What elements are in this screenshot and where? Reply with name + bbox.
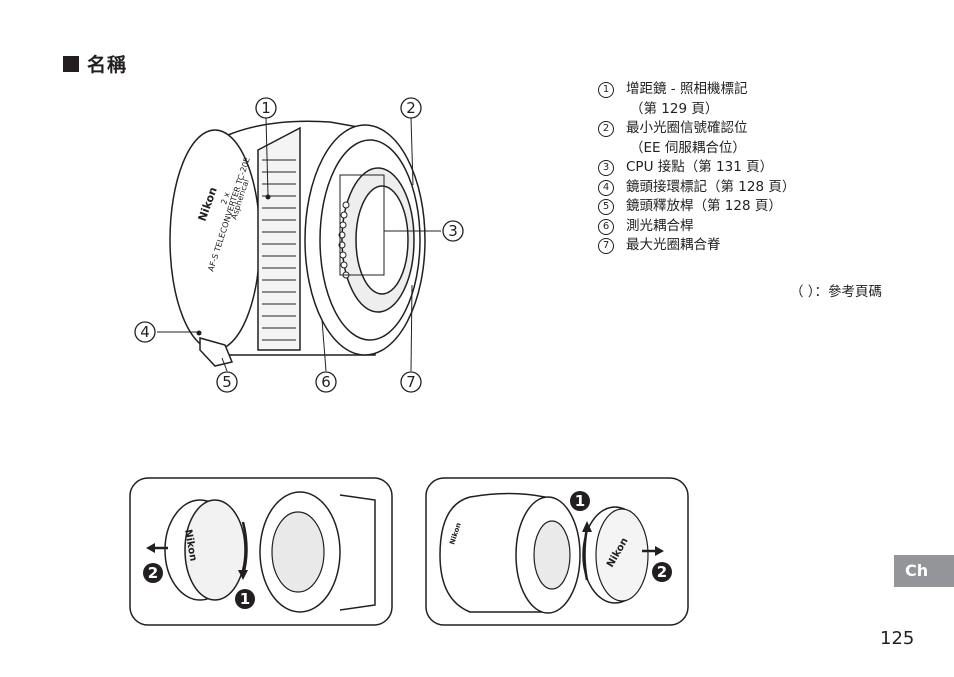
svg-text:2 x: 2 x [219,191,231,206]
square-bullet-icon [63,56,79,72]
callout-7 [400,371,422,393]
mount-index-dot [196,330,202,336]
callout-1-label: 1 [261,99,271,117]
page-reference-note: （ ）：參考頁碼 [790,284,883,300]
teleconverter-side-view [439,492,546,613]
svg-text:2: 2 [148,564,158,582]
svg-text:1: 1 [240,590,250,608]
section-title: 名稱 [63,50,127,77]
camera-mark-dot [265,194,271,200]
callout-5-label: 5 [222,373,232,391]
step-2-marker [143,563,163,583]
cpu-contacts [338,174,385,279]
cap-removal-panel-right: Nikon Nikon 1 2 [425,477,689,626]
callout-3 [442,220,464,242]
callout-2-label: 2 [406,99,416,117]
callout-7-label: 7 [406,373,416,391]
callout-1 [255,97,277,119]
callout-6 [315,371,337,393]
svg-text:1: 1 [575,492,585,510]
callout-3-label: 3 [448,222,458,240]
page-number: 125 [880,628,915,649]
teleconverter-body [169,120,426,356]
svg-text:2: 2 [657,563,667,581]
callout-4-label: 4 [140,323,150,341]
step-1-marker [570,491,590,511]
leader-lines [157,117,441,372]
callout-2 [400,97,422,119]
step-2-marker [652,562,672,582]
cap-removal-panel-left: Nikon 2 1 [129,477,393,626]
language-tab: Ch [894,555,954,587]
callout-markers [134,97,464,393]
lens-release-lever [199,337,234,367]
callout-4 [134,321,156,343]
callout-5 [216,371,238,393]
step-1-marker [235,589,255,609]
callout-6-label: 6 [321,373,331,391]
rotate-arrow-icon [583,527,589,581]
